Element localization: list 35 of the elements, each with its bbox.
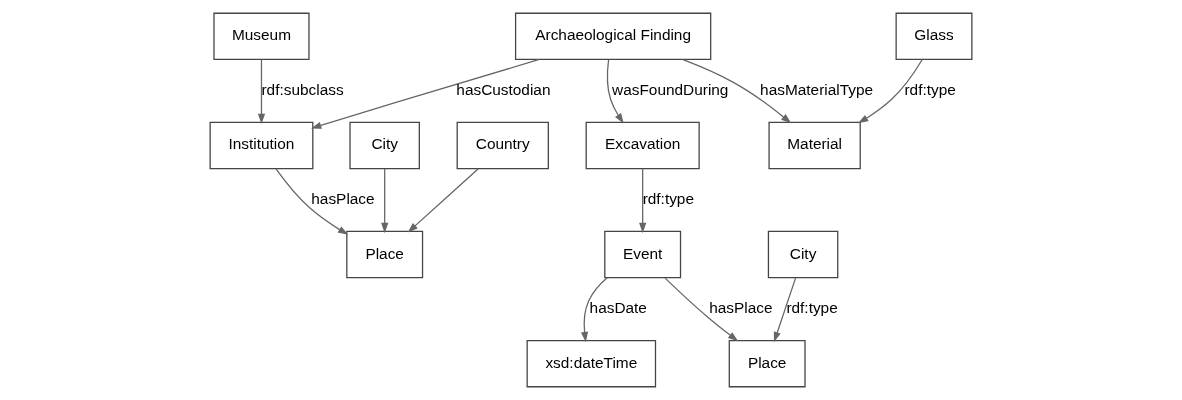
edge-label: rdf:type [642, 189, 694, 207]
node-box: Place [346, 230, 424, 279]
arrow [606, 59, 624, 124]
edge-label: rdf:type [786, 299, 838, 317]
node-box: Glass [895, 12, 973, 61]
node-box: City [767, 230, 839, 279]
edge-label: hasPlace [311, 189, 375, 207]
arrow [580, 277, 608, 343]
node-box: Event [604, 230, 682, 279]
edge-label: wasFoundDuring [612, 80, 729, 98]
edge-label: hasPlace [709, 299, 773, 317]
arrow [858, 59, 923, 124]
node-box: Institution [209, 121, 314, 170]
arrow [275, 168, 349, 235]
arrow [682, 59, 792, 124]
arrow [664, 277, 739, 342]
arrow [639, 168, 647, 234]
edge-label: hasCustodian [456, 80, 551, 98]
arrow [381, 168, 389, 234]
node-box: Place [728, 339, 806, 388]
edge-label: hasMaterialType [760, 80, 874, 98]
arrow [257, 59, 266, 125]
node-box: City [349, 121, 420, 170]
node-box: Country [456, 121, 549, 170]
edge-label: rdf:subclass [261, 80, 344, 98]
arrow [407, 168, 479, 233]
node-box: xsd:dateTime [526, 339, 657, 388]
edge-label: hasDate [589, 299, 647, 317]
node-box: Archaeological Finding [514, 12, 712, 61]
arrow [311, 58, 540, 129]
node-box: Museum [213, 12, 310, 61]
edge-label: rdf:type [904, 80, 956, 98]
arrow [773, 277, 797, 343]
node-box: Excavation [585, 121, 700, 170]
node-box: Material [768, 121, 861, 170]
